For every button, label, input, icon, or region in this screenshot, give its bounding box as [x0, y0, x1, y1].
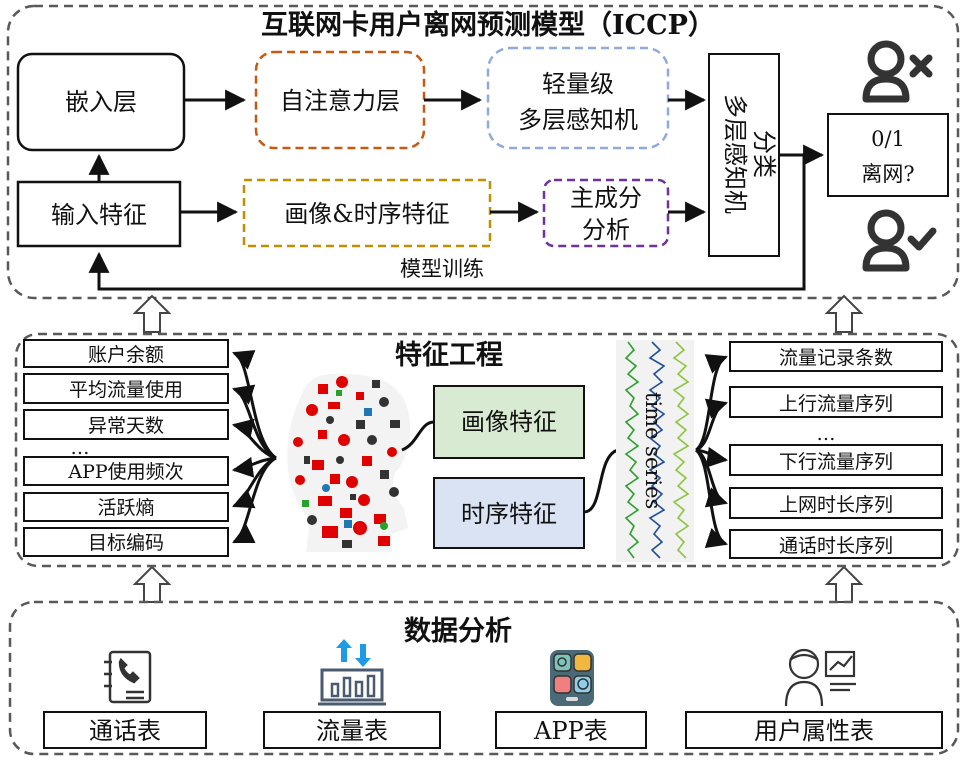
feature-uplink-series: 上行流量序列	[729, 386, 943, 418]
left-feature-list: 账户余额 平均流量使用 异常天数 … APP使用频次 活跃熵 目标编码	[23, 339, 229, 557]
user-profile-icon	[784, 648, 856, 707]
svg-text:APP表: APP表	[533, 717, 608, 745]
pca-box: 主成分 分析	[542, 178, 670, 248]
svg-text:下行流量序列: 下行流量序列	[779, 451, 893, 473]
svg-text:通话时长序列: 通话时长序列	[779, 535, 893, 557]
svg-text:账户余额: 账户余额	[88, 344, 164, 366]
light-mlp-box: 轻量级 多层感知机	[486, 46, 670, 150]
profile-time-label: 画像&时序特征	[284, 200, 449, 228]
data-analysis-section: 数据分析	[8, 600, 960, 756]
feature-traffic-count: 流量记录条数	[729, 341, 943, 372]
input-feature-box: 输入特征	[16, 180, 182, 248]
self-attention-box: 自注意力层	[254, 50, 426, 150]
output-box: 0/1 离网?	[827, 113, 949, 197]
traffic-chart-icon	[318, 639, 386, 706]
svg-text:流量表: 流量表	[316, 717, 388, 745]
model-section: 互联网卡用户离网预测模型（ICCP） 嵌入层 自注意力层 轻量级 多层感知机 输…	[6, 4, 960, 300]
output-line1: 0/1	[871, 127, 905, 151]
profile-head-icon	[287, 373, 411, 552]
classifier-box: 分类 多层感知机	[708, 53, 780, 257]
time-feature-label: 时序特征	[461, 500, 557, 528]
training-feedback-arrow	[88, 155, 806, 291]
section-connectors	[132, 294, 864, 603]
svg-text:流量记录条数: 流量记录条数	[779, 347, 893, 369]
feature-engineering-section: 特征工程 账户余额 平均流量使用 异常天数 … APP使用频次 活跃熵	[14, 332, 960, 568]
embed-layer-box: 嵌入层	[16, 52, 186, 152]
left-feature-arrows	[231, 350, 277, 544]
feature-app-frequency: APP使用频次	[23, 456, 229, 486]
profile-time-box: 画像&时序特征	[242, 178, 492, 248]
svg-text:上行流量序列: 上行流量序列	[779, 393, 893, 415]
time-feature-box: 时序特征	[433, 477, 585, 549]
feature-account-balance: 账户余额	[23, 339, 229, 368]
profile-feature-label: 画像特征	[461, 408, 557, 436]
svg-text:目标编码: 目标编码	[88, 532, 164, 554]
user-attr-table-box: 用户属性表	[685, 711, 943, 749]
feature-target-encoding: 目标编码	[23, 527, 229, 557]
svg-text:通话表: 通话表	[89, 717, 161, 745]
time-series-plot: time series	[616, 340, 694, 562]
light-mlp-line2: 多层感知机	[518, 106, 638, 134]
feature-avg-traffic: 平均流量使用	[23, 373, 229, 404]
feature-call-duration-series: 通话时长序列	[729, 529, 943, 559]
right-feature-arrows	[694, 354, 729, 548]
input-feature-label: 输入特征	[51, 201, 147, 229]
classifier-line1: 分类	[750, 130, 778, 178]
svg-text:活跃熵: 活跃熵	[97, 497, 154, 519]
feature-abnormal-days: 异常天数	[23, 409, 229, 440]
svg-text:APP使用频次: APP使用频次	[67, 461, 183, 483]
call-table-box: 通话表	[43, 711, 207, 749]
self-attention-label: 自注意力层	[280, 87, 400, 115]
light-mlp-line1: 轻量级	[542, 70, 614, 98]
model-title: 互联网卡用户离网预测模型（ICCP）	[261, 9, 715, 41]
svg-text:异常天数: 异常天数	[88, 415, 164, 437]
user-check-icon	[862, 209, 937, 272]
traffic-table-box: 流量表	[263, 711, 441, 749]
time-series-label: time series	[641, 392, 665, 509]
svg-text:上网时长序列: 上网时长序列	[779, 494, 893, 516]
classifier-line2: 多层感知机	[721, 94, 749, 214]
phone-book-icon	[104, 650, 152, 704]
app-grid-icon	[550, 650, 594, 706]
svg-text:平均流量使用: 平均流量使用	[69, 379, 183, 401]
data-analysis-title: 数据分析	[404, 616, 512, 647]
profile-connector	[401, 420, 435, 452]
user-remove-icon	[862, 40, 933, 103]
profile-feature-box: 画像特征	[433, 385, 585, 459]
right-feature-list: 流量记录条数 上行流量序列 … 下行流量序列 上网时长序列 通话时长序列	[729, 341, 943, 559]
pca-line1: 主成分	[570, 184, 642, 212]
time-connector	[583, 448, 619, 514]
app-table-box: APP表	[495, 711, 647, 749]
feature-ellipsis: …	[71, 437, 90, 459]
pca-line2: 分析	[582, 216, 630, 244]
svg-text:用户属性表: 用户属性表	[754, 717, 874, 745]
feature-active-entropy: 活跃熵	[23, 492, 229, 522]
feature-downlink-series: 下行流量序列	[729, 444, 943, 476]
feature-online-duration-series: 上网时长序列	[729, 487, 943, 519]
feature-engineering-title: 特征工程	[395, 340, 503, 371]
embed-layer-label: 嵌入层	[65, 88, 137, 116]
train-label: 模型训练	[400, 257, 484, 281]
right-feature-ellipsis: …	[817, 423, 836, 445]
output-line2: 离网?	[861, 162, 914, 186]
